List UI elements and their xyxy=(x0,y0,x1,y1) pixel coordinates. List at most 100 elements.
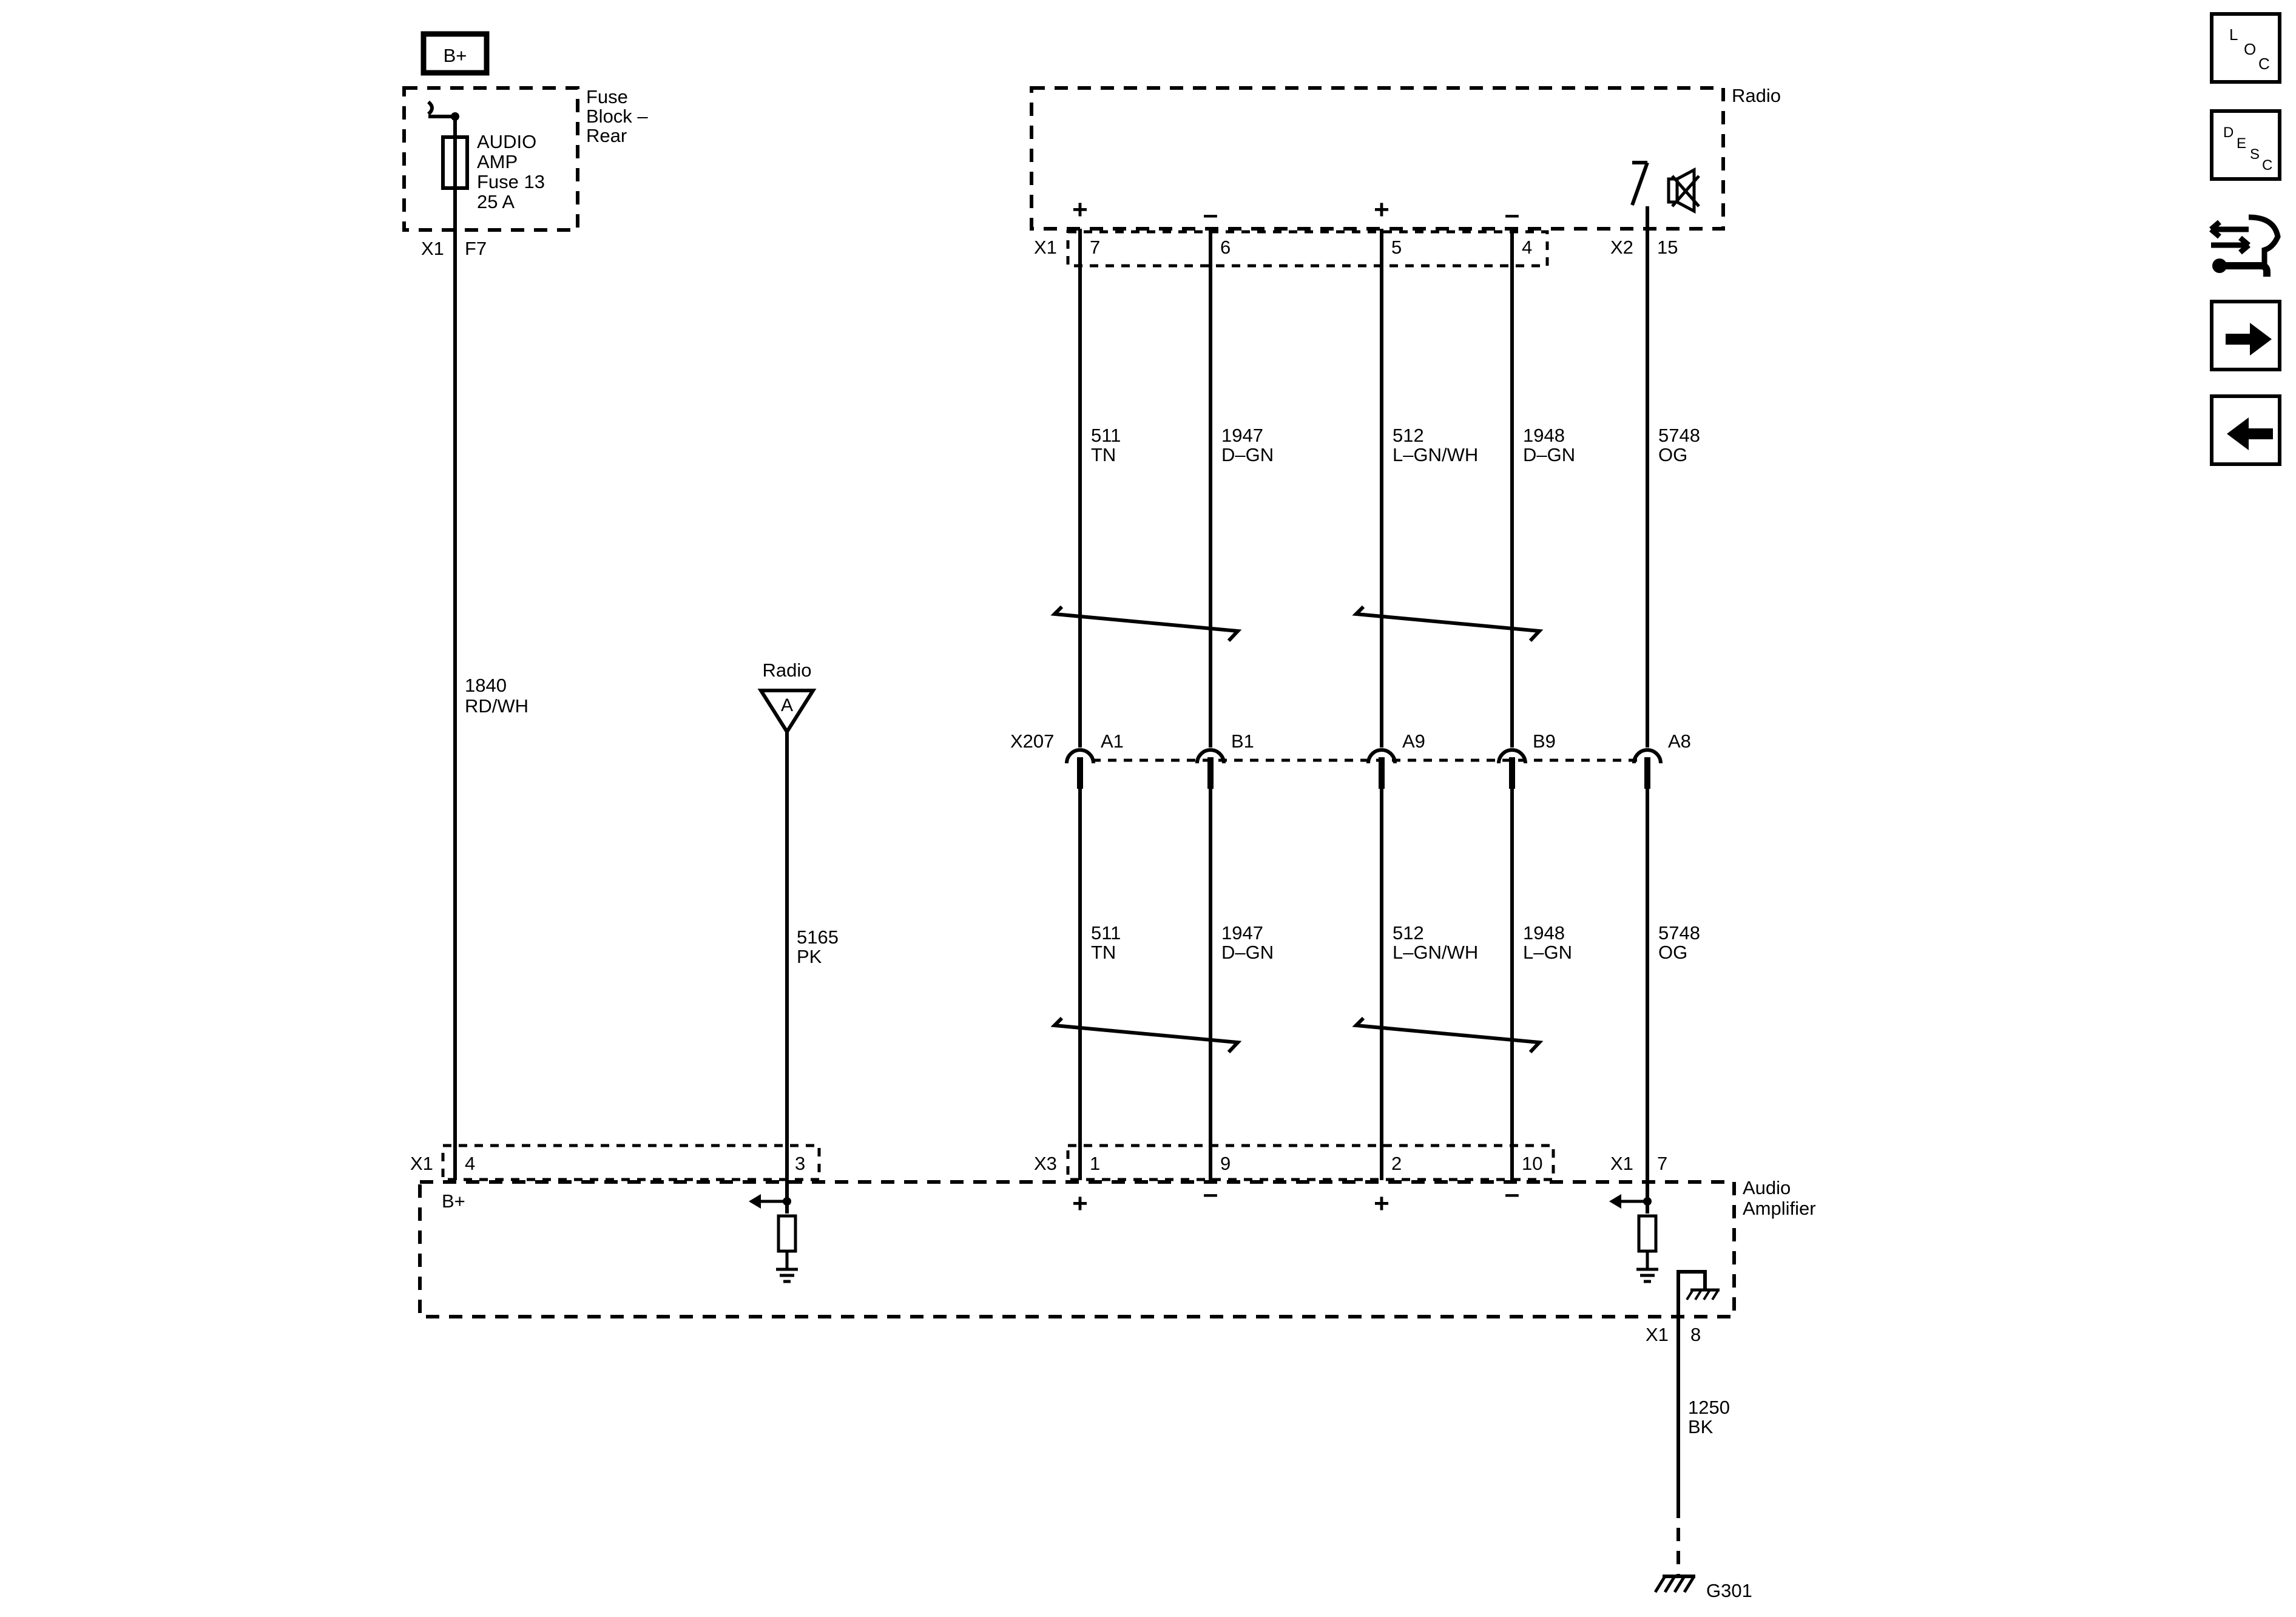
amplifier-pin-10: 10 xyxy=(1522,1153,1542,1174)
amplifier-pin-1: 1 xyxy=(1090,1153,1100,1174)
amplifier-pin-3: 3 xyxy=(795,1153,805,1174)
radio-ref-label: Radio xyxy=(763,660,812,681)
amp-input-resistor-left xyxy=(749,1194,798,1283)
x207-pin-a8: A8 xyxy=(1668,731,1691,752)
ground-pin-label: 8 xyxy=(1690,1324,1701,1345)
radio-pin6-polarity: – xyxy=(1203,200,1218,229)
upper-1947-color: D–GN xyxy=(1221,444,1274,465)
location-button[interactable]: L O C xyxy=(2210,12,2281,84)
upper-512-circuit: 512 xyxy=(1393,425,1424,446)
x207-pin-a9: A9 xyxy=(1402,731,1425,752)
upper-1948-color: D–GN xyxy=(1523,444,1575,465)
wire-5165-circuit: 5165 xyxy=(797,927,839,948)
battery-power-label: B+ xyxy=(444,45,467,66)
radio-x1-label: X1 xyxy=(1034,237,1057,258)
fuse-block-name-1: Fuse xyxy=(586,86,628,107)
ground-connector-label: X1 xyxy=(1646,1324,1669,1345)
twisted-pair-upper-1 xyxy=(1050,605,1242,643)
arrow-right-icon xyxy=(2226,323,2272,356)
radio-pin-6: 6 xyxy=(1220,237,1231,258)
radio-pin-4: 4 xyxy=(1522,237,1532,258)
previous-page-button[interactable] xyxy=(2210,394,2281,466)
location-icon: L O C xyxy=(2229,25,2270,73)
x207-label: X207 xyxy=(1010,731,1054,752)
fuse-label-1: AUDIO xyxy=(477,131,536,152)
radio-switch-symbol xyxy=(1630,161,1649,206)
amp-chassis-ground xyxy=(1676,1270,1720,1317)
radio-pin5-polarity: + xyxy=(1374,195,1389,224)
connector-repair-button[interactable] xyxy=(2206,205,2285,284)
connector-wrench-icon xyxy=(2209,214,2281,277)
radio-pin-7: 7 xyxy=(1090,237,1100,258)
lower-1948-circuit: 1948 xyxy=(1523,922,1565,944)
amplifier-name-2: Amplifier xyxy=(1743,1198,1816,1219)
radio-name: Radio xyxy=(1732,85,1781,106)
next-page-button[interactable] xyxy=(2210,300,2281,371)
amp-pin9-polarity: – xyxy=(1203,1179,1218,1209)
lower-1947-color: D–GN xyxy=(1221,942,1274,963)
radio-pin4-polarity: – xyxy=(1505,200,1519,229)
amplifier-pin-2: 2 xyxy=(1391,1153,1402,1174)
fuse-label-3: Fuse 13 xyxy=(477,171,545,192)
lower-1947-circuit: 1947 xyxy=(1221,922,1263,944)
description-icon: D E S C xyxy=(2223,124,2272,174)
radio-x1-connector xyxy=(1066,230,1549,268)
lower-511-color: TN xyxy=(1091,942,1116,963)
fuse-block-name-3: Rear xyxy=(586,125,627,146)
loc-letter-l: L xyxy=(2229,25,2238,44)
description-button[interactable]: D E S C xyxy=(2210,109,2281,181)
radio-x2-label: X2 xyxy=(1610,237,1633,258)
radio-pin-15: 15 xyxy=(1657,237,1678,258)
amplifier-pin-9: 9 xyxy=(1220,1153,1231,1174)
lower-511-circuit: 511 xyxy=(1091,922,1121,944)
x207-pin-b9: B9 xyxy=(1533,731,1556,752)
radio-ref-triangle xyxy=(757,689,817,735)
twisted-pair-lower-2 xyxy=(1352,1016,1544,1054)
power-wire-circuit: 1840 xyxy=(465,675,507,696)
upper-1948-circuit: 1948 xyxy=(1523,425,1565,446)
upper-1947-circuit: 1947 xyxy=(1221,425,1263,446)
amplifier-pin-4: 4 xyxy=(465,1153,475,1174)
fuse-label-2: AMP xyxy=(477,151,518,172)
amplifier-x3-connector xyxy=(1066,1144,1555,1181)
wire-5165-color: PK xyxy=(797,946,822,967)
fuse-feed-symbol xyxy=(427,100,434,116)
upper-511-circuit: 511 xyxy=(1091,425,1121,446)
loc-letter-o: O xyxy=(2244,40,2256,58)
fuse-pin-label: F7 xyxy=(465,238,487,259)
lower-512-color: L–GN/WH xyxy=(1393,942,1478,963)
power-wire-color: RD/WH xyxy=(465,695,528,717)
fuse-block-outline xyxy=(402,86,579,232)
ground-g301-symbol xyxy=(1653,1575,1696,1593)
desc-letter-e: E xyxy=(2237,135,2246,152)
upper-512-color: L–GN/WH xyxy=(1393,444,1478,465)
battery-power-box xyxy=(420,31,490,76)
radio-pin7-polarity: + xyxy=(1072,195,1088,224)
amp-pin10-polarity: – xyxy=(1505,1179,1519,1209)
loc-letter-c: C xyxy=(2258,55,2270,73)
amplifier-bplus-label: B+ xyxy=(442,1190,465,1212)
desc-letter-s: S xyxy=(2250,146,2260,163)
radio-outline xyxy=(1030,86,1725,231)
amplifier-x3-label: X3 xyxy=(1034,1153,1057,1174)
speaker-mute-icon xyxy=(1667,167,1700,214)
upper-5748-color: OG xyxy=(1658,444,1687,465)
amplifier-x1-label: X1 xyxy=(410,1153,433,1174)
x207-terminals xyxy=(1065,748,1663,764)
amp-pin1-polarity: + xyxy=(1072,1189,1088,1218)
arrow-left-icon xyxy=(2227,417,2273,450)
fuse-label-4: 25 A xyxy=(477,191,515,212)
desc-letter-c: C xyxy=(2262,157,2272,174)
lower-5748-circuit: 5748 xyxy=(1658,922,1700,944)
upper-511-color: TN xyxy=(1091,444,1116,465)
amp-pin2-polarity: + xyxy=(1374,1189,1389,1218)
ground-wire-circuit: 1250 xyxy=(1688,1397,1730,1418)
fuse-block-name-2: Block – xyxy=(586,106,648,127)
amplifier-pin-7: 7 xyxy=(1657,1153,1667,1174)
x207-terminal-pins xyxy=(1077,757,1650,789)
lower-512-circuit: 512 xyxy=(1393,922,1424,944)
fuse-connector-label: X1 xyxy=(421,238,444,259)
radio-ref-letter: A xyxy=(781,695,793,715)
lower-5748-color: OG xyxy=(1658,942,1687,963)
